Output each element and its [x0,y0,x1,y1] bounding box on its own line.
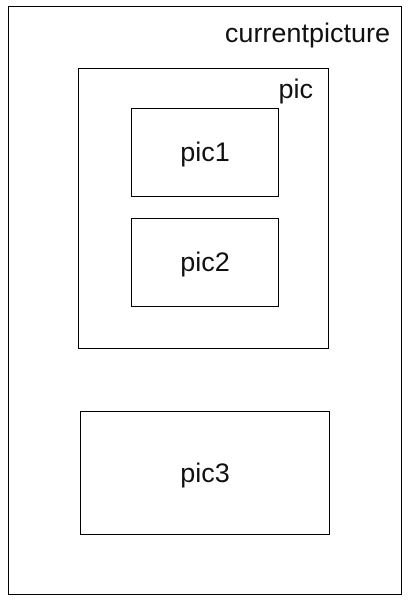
pic2-box: pic2 [131,218,279,307]
currentpicture-label: currentpicture [224,18,390,48]
pic3-box: pic3 [80,411,330,535]
pic2-label: pic2 [180,247,230,277]
pic-container-label: pic [278,74,313,104]
pic1-label: pic1 [180,137,230,167]
pic3-label: pic3 [180,457,230,488]
pic1-box: pic1 [131,108,279,197]
